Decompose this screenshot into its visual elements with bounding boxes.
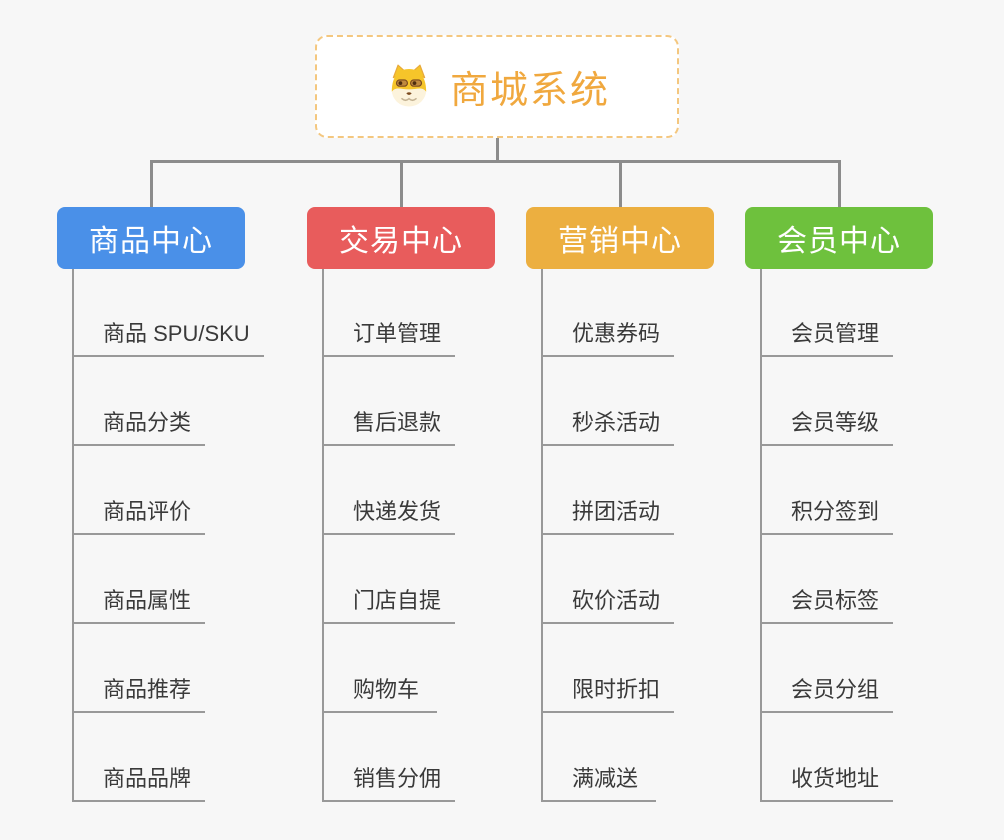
- leaf-node[interactable]: 销售分佣: [323, 764, 456, 802]
- branch-node-3[interactable]: 营销中心: [526, 207, 714, 269]
- child-trunk-line: [541, 269, 543, 802]
- leaf-node[interactable]: 秒杀活动: [542, 408, 675, 446]
- branch-drop-line: [837, 160, 841, 207]
- leaf-node[interactable]: 限时折扣: [542, 675, 675, 713]
- leaf-node[interactable]: 会员管理: [761, 319, 894, 357]
- branch-node-2[interactable]: 交易中心: [307, 207, 495, 269]
- leaf-node[interactable]: 商品品牌: [73, 764, 206, 802]
- branch-label: 会员中心: [777, 225, 901, 258]
- leaf-node[interactable]: 商品 SPU/SKU: [73, 319, 264, 357]
- leaf-node[interactable]: 满减送: [542, 764, 656, 802]
- branch-drop-line: [618, 160, 622, 207]
- branch-node-4[interactable]: 会员中心: [745, 207, 933, 269]
- branch-drop-line: [149, 160, 153, 207]
- child-trunk-line: [760, 269, 762, 802]
- root-stem-line: [495, 138, 499, 163]
- branch-label: 商品中心: [89, 225, 213, 258]
- leaf-node[interactable]: 砍价活动: [542, 586, 675, 624]
- leaf-node[interactable]: 会员分组: [761, 675, 894, 713]
- leaf-node[interactable]: 商品推荐: [73, 675, 206, 713]
- leaf-node[interactable]: 订单管理: [323, 319, 456, 357]
- root-node[interactable]: 商城系统: [315, 35, 679, 138]
- leaf-node[interactable]: 优惠券码: [542, 319, 675, 357]
- branch-node-1[interactable]: 商品中心: [57, 207, 245, 269]
- leaf-node[interactable]: 拼团活动: [542, 497, 675, 535]
- leaf-node[interactable]: 商品属性: [73, 586, 206, 624]
- leaf-node[interactable]: 商品分类: [73, 408, 206, 446]
- child-trunk-line: [322, 269, 324, 802]
- leaf-node[interactable]: 会员标签: [761, 586, 894, 624]
- leaf-node[interactable]: 积分签到: [761, 497, 894, 535]
- branch-bus-line: [149, 160, 841, 163]
- leaf-node[interactable]: 商品评价: [73, 497, 206, 535]
- leaf-node[interactable]: 会员等级: [761, 408, 894, 446]
- leaf-node[interactable]: 购物车: [323, 675, 437, 713]
- dog-face-icon: [391, 64, 427, 107]
- leaf-node[interactable]: 门店自提: [323, 586, 456, 624]
- branch-drop-line: [399, 160, 403, 207]
- root-title: 商城系统: [449, 70, 610, 112]
- branch-label: 营销中心: [558, 225, 682, 258]
- leaf-node[interactable]: 快递发货: [323, 497, 456, 535]
- child-trunk-line: [72, 269, 74, 802]
- leaf-node[interactable]: 售后退款: [323, 408, 456, 446]
- leaf-node[interactable]: 收货地址: [761, 764, 894, 802]
- branch-label: 交易中心: [339, 225, 463, 258]
